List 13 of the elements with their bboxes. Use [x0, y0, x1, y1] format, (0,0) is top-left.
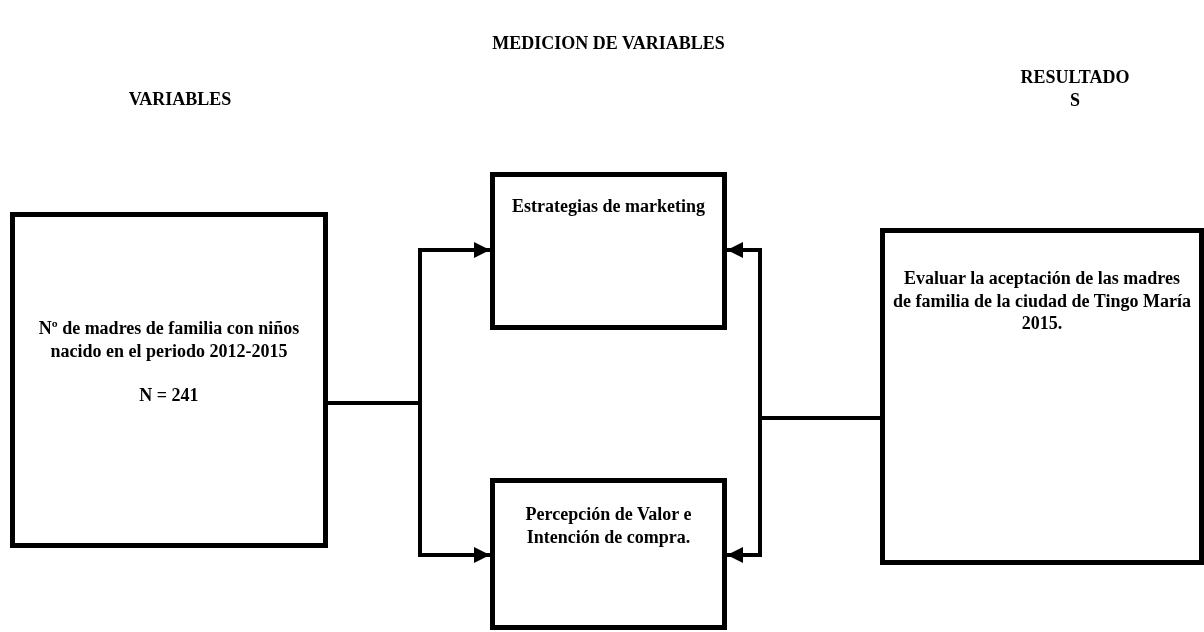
- process-box: [10, 212, 328, 548]
- box-text: Evaluar la aceptación de las madres de familia de la ciudad de Tingo María 2015.: [892, 267, 1192, 335]
- box-text: N = 241: [138, 384, 200, 407]
- process-box: [880, 228, 1204, 565]
- column-heading: MEDICION DE VARIABLES: [491, 32, 726, 55]
- column-heading: RESULTADO S: [1020, 66, 1130, 113]
- process-box: [490, 172, 727, 330]
- box-text: Nº de madres de familia con niños nacido en el periodo 2012-2015: [37, 317, 301, 362]
- process-box: [490, 478, 727, 630]
- box-text: Percepción de Valor e Intención de compra.: [524, 503, 693, 548]
- arrow: [727, 416, 880, 563]
- column-heading: VARIABLES: [127, 88, 233, 111]
- box-text: Estrategias de marketing: [511, 195, 706, 218]
